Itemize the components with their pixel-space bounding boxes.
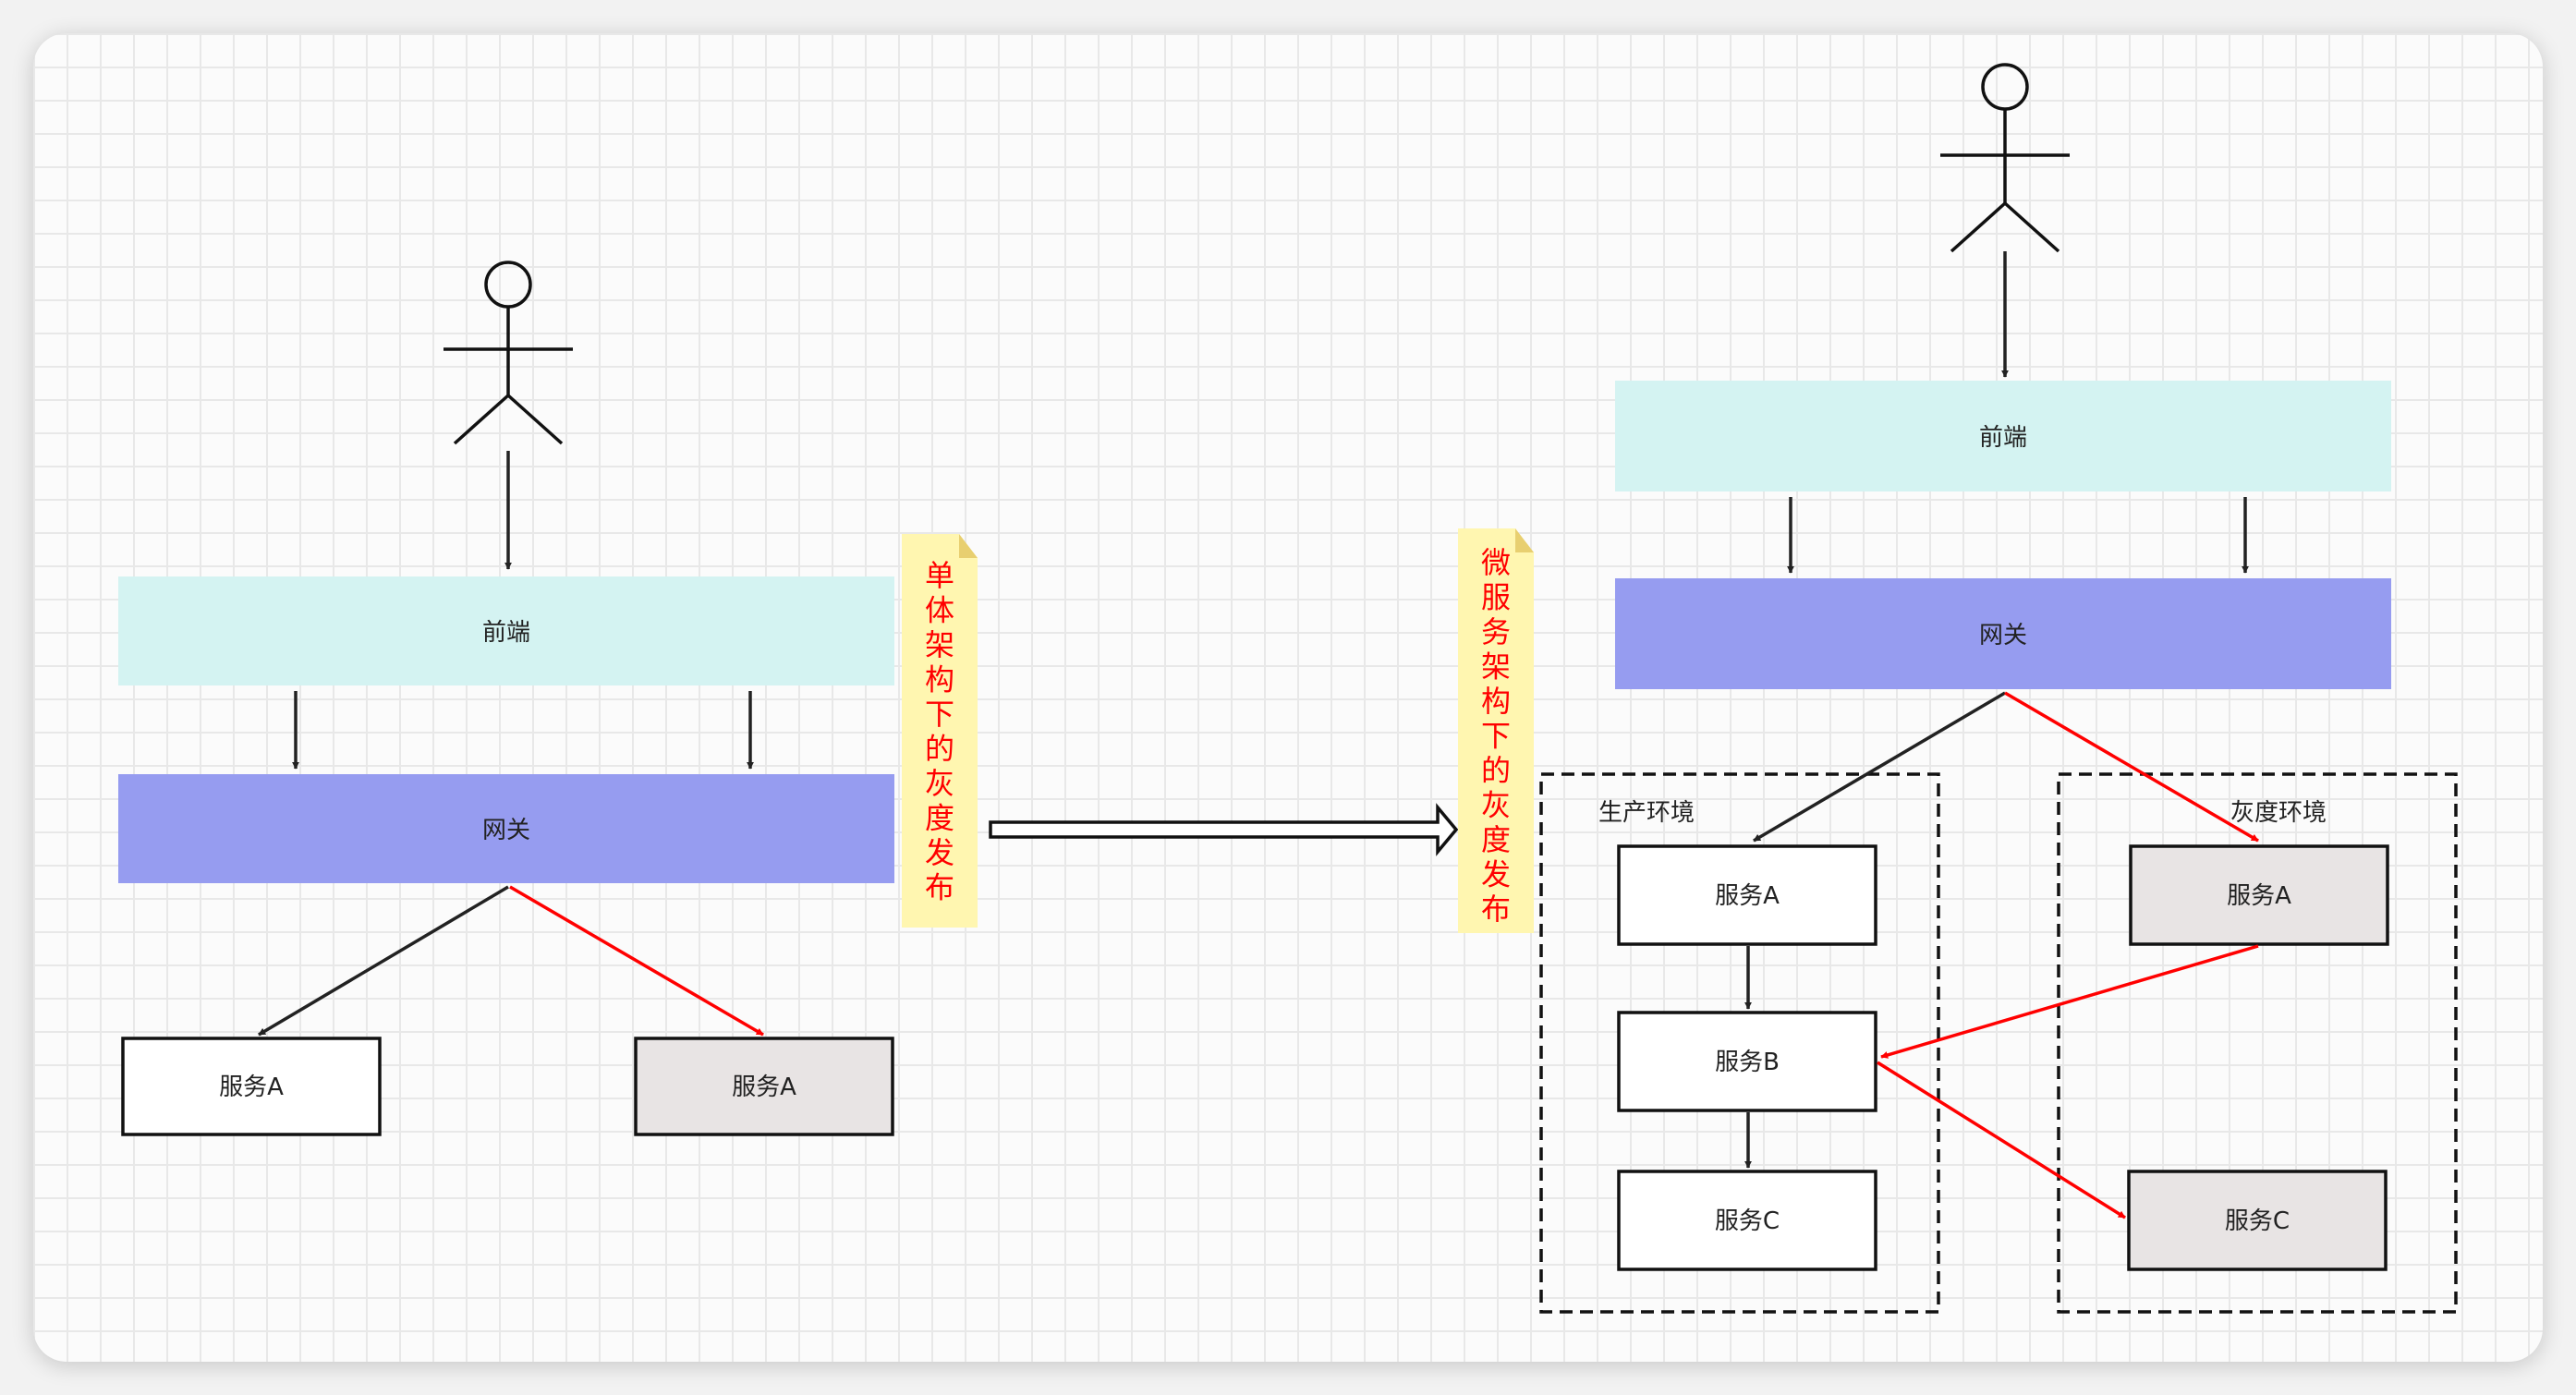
left-gateway-to-service-arrow: [258, 885, 509, 1037]
right-user-actor: [1940, 63, 2070, 253]
gray-environment-label: 灰度环境: [2230, 799, 2327, 827]
gray-service-a-to-prod-service-b-arrow: [1880, 944, 2259, 1059]
left-gray-service-a-label: 服务A: [732, 1074, 796, 1101]
production-environment-label: 生产环境: [1598, 799, 1695, 827]
left-user-actor: [444, 261, 573, 445]
left-note-label: 单体架构下的灰度发布: [925, 558, 954, 905]
right-note-label: 微服务架构下的灰度发布: [1481, 545, 1511, 927]
prod-service-b-label: 服务B: [1715, 1049, 1780, 1076]
left-gateway-to-gray-service-arrow: [509, 885, 764, 1037]
gray-service-a-box[interactable]: 服务A: [2129, 844, 2389, 946]
right-frontend-box[interactable]: 前端: [1615, 381, 2391, 491]
left-frontend-box[interactable]: 前端: [118, 576, 894, 685]
prod-service-c-box[interactable]: 服务C: [1617, 1170, 1877, 1271]
left-frontend-label: 前端: [482, 619, 530, 647]
gray-service-c-box[interactable]: 服务C: [2127, 1170, 2388, 1271]
left-note: 单体架构下的灰度发布: [902, 534, 978, 928]
left-gateway-label: 网关: [482, 817, 530, 844]
gray-service-c-label: 服务C: [2225, 1207, 2290, 1235]
right-gateway-box[interactable]: 网关: [1615, 578, 2391, 689]
prod-service-a-label: 服务A: [1715, 882, 1780, 910]
prod-service-a-box[interactable]: 服务A: [1617, 844, 1877, 946]
prod-service-b-to-gray-service-c-arrow: [1877, 1061, 2126, 1219]
right-gateway-label: 网关: [1979, 622, 2027, 649]
right-gateway-to-prod-service-a-arrow: [1753, 691, 2006, 843]
gray-environment: 灰度环境: [2057, 772, 2458, 1314]
prod-service-b-box[interactable]: 服务B: [1617, 1011, 1877, 1112]
left-service-a-box[interactable]: 服务A: [121, 1037, 382, 1136]
transition-arrow: [989, 803, 1459, 856]
gray-service-a-label: 服务A: [2227, 882, 2291, 910]
right-gateway-to-gray-service-a-arrow: [2004, 691, 2259, 843]
left-gateway-box[interactable]: 网关: [118, 774, 894, 883]
diagram-svg: 前端 网关 服务A 服务A 单体架构下的灰度发布 微服务架构下的灰度发布: [118, 63, 2458, 1314]
diagram-canvas: 前端 网关 服务A 服务A 单体架构下的灰度发布 微服务架构下的灰度发布: [33, 33, 2543, 1362]
right-frontend-label: 前端: [1979, 424, 2027, 452]
left-service-a-label: 服务A: [219, 1074, 284, 1101]
prod-service-c-label: 服务C: [1715, 1207, 1780, 1235]
production-environment: 生产环境: [1539, 772, 1940, 1314]
right-note: 微服务架构下的灰度发布: [1458, 528, 1534, 933]
left-gray-service-a-box[interactable]: 服务A: [634, 1037, 894, 1136]
